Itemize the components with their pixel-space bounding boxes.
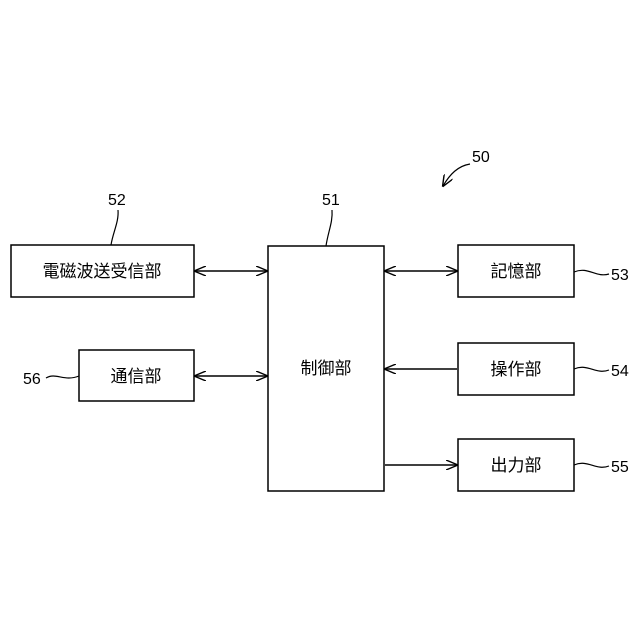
- system-ref-leader-arrow: [443, 164, 470, 186]
- control-block-label: 制御部: [301, 359, 352, 379]
- operation-block-label: 操作部: [491, 360, 542, 380]
- output-ref-leader: [574, 463, 609, 467]
- em-transceiver-block-label: 電磁波送受信部: [43, 262, 162, 282]
- control-ref-label: 51: [322, 192, 340, 209]
- output-ref-label: 55: [611, 459, 629, 476]
- em-transceiver-ref-leader: [111, 210, 118, 245]
- storage-ref-label: 53: [611, 267, 629, 284]
- em-transceiver-ref-label: 52: [108, 192, 126, 209]
- communication-ref-leader: [46, 376, 79, 378]
- storage-ref-leader: [574, 270, 609, 275]
- control-ref-leader: [326, 210, 332, 246]
- communication-block-label: 通信部: [111, 367, 162, 387]
- system-ref-label: 50: [472, 149, 490, 166]
- storage-block-label: 記憶部: [491, 262, 542, 282]
- operation-ref-label: 54: [611, 363, 629, 380]
- output-block-label: 出力部: [491, 456, 542, 476]
- communication-ref-label: 56: [23, 371, 41, 388]
- operation-ref-leader: [574, 367, 609, 371]
